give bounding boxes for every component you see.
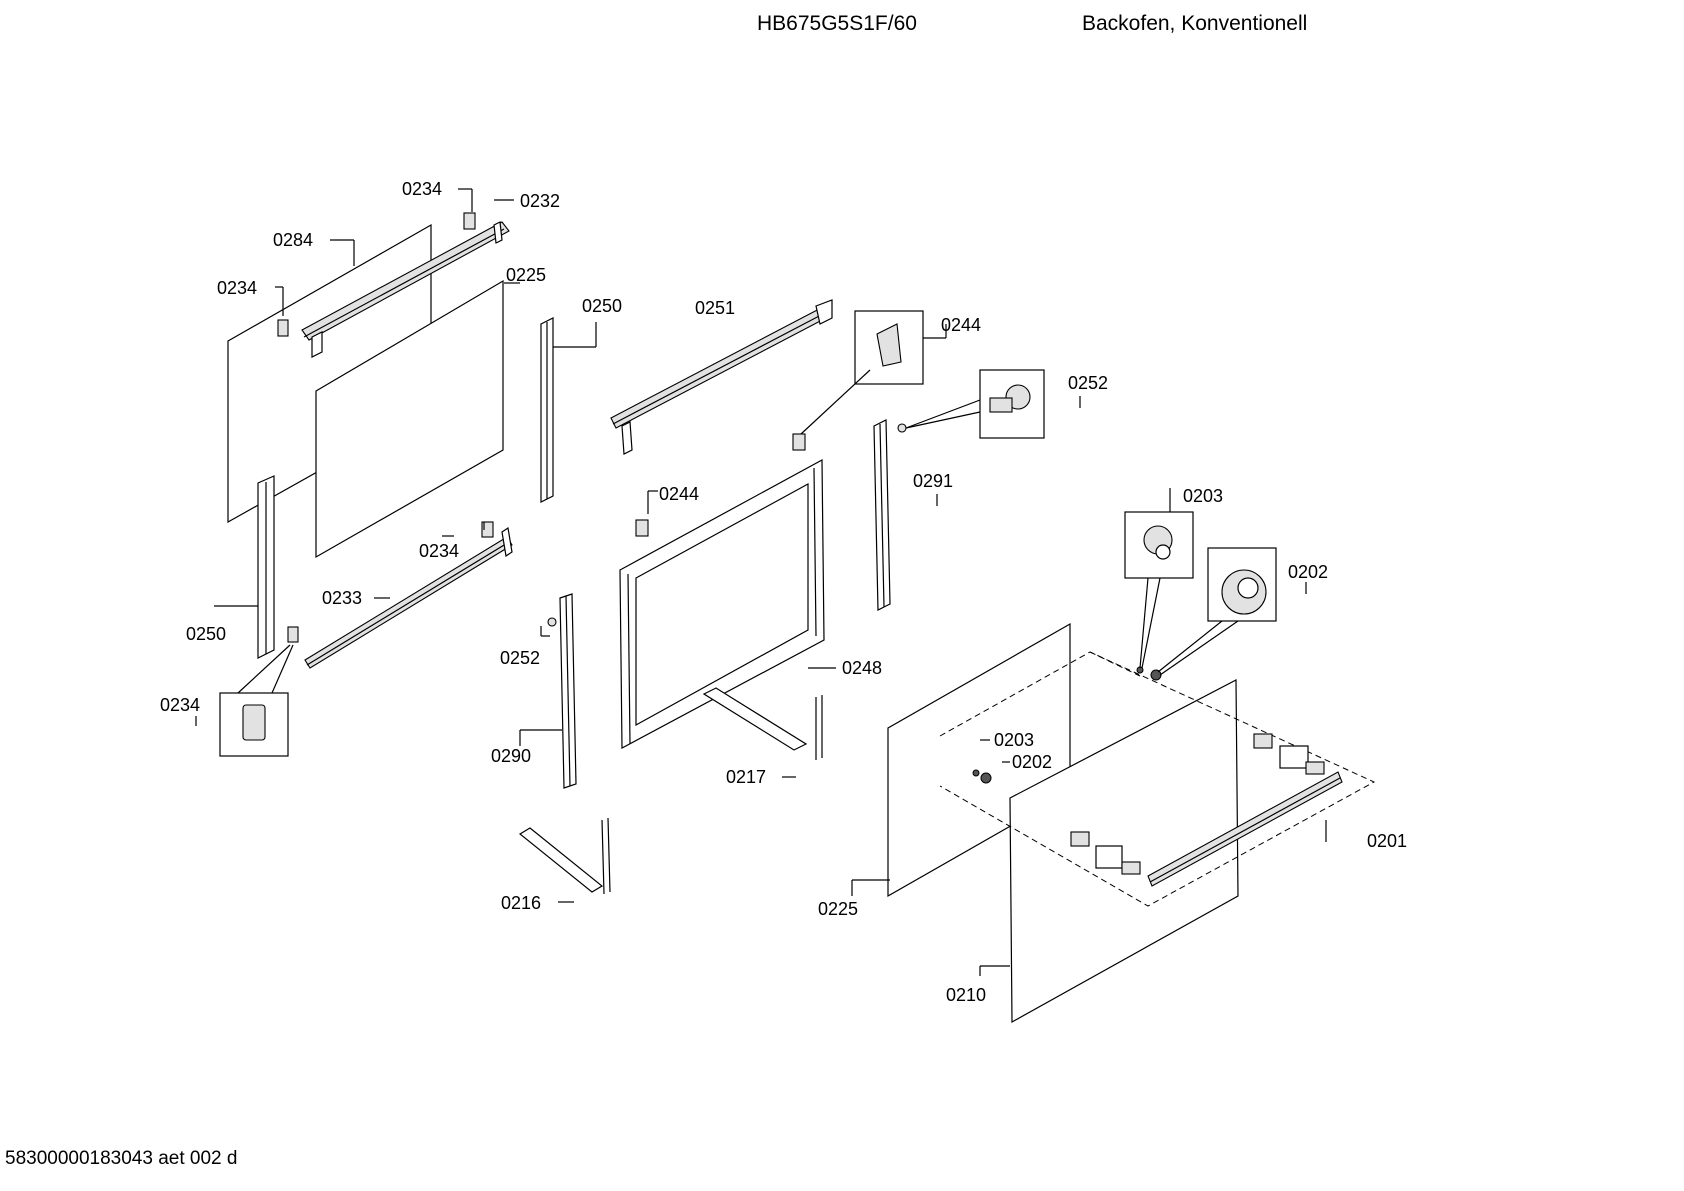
callout-0202-right: 0202 (1288, 562, 1328, 582)
callout-0252-mid: 0252 (500, 648, 540, 668)
part-0233-bottom-strip (304, 526, 513, 669)
detail-box-0234 (219, 644, 294, 757)
callout-0248: 0248 (842, 658, 882, 678)
part-0225-inner-glass (315, 279, 504, 559)
callout-0251: 0251 (695, 298, 735, 318)
part-0252-pin-right (897, 423, 907, 433)
part-0202-knob (980, 772, 992, 784)
handle-mount-outline (939, 651, 1376, 907)
part-0291-side-strip-right (873, 419, 891, 611)
part-0216-lower-bracket (518, 817, 611, 895)
part-0234-clip-mid (481, 521, 494, 538)
appliance-description: Backofen, Konventionell (1082, 12, 1308, 35)
callout-0202-mid: 0202 (1012, 752, 1052, 772)
callout-0225-top: 0225 (506, 265, 546, 285)
part-0232-top-strip (301, 221, 510, 358)
callout-0250-right: 0250 (582, 296, 622, 316)
part-0248-door-frame (619, 458, 825, 749)
part-0250-side-strip-left (257, 475, 275, 659)
detail-box-0244 (800, 310, 924, 435)
detail-box-0202 (1157, 547, 1277, 676)
callout-0244-mid: 0244 (659, 484, 699, 504)
detail-box-0203 (1124, 511, 1194, 669)
part-0201-handle (1147, 771, 1343, 887)
callout-0250-left: 0250 (186, 624, 226, 644)
callout-0203-mid: 0203 (994, 730, 1034, 750)
control-blocks (1070, 733, 1325, 875)
model-number: HB675G5S1F/60 (757, 12, 917, 35)
callout-0234-top: 0234 (402, 179, 442, 199)
callout-0225-bottom: 0225 (818, 899, 858, 919)
callout-0203-top: 0203 (1183, 486, 1223, 506)
document-id: 58300000183043 aet 002 d (5, 1148, 238, 1169)
callout-0290: 0290 (491, 746, 531, 766)
part-0251-top-rail (610, 299, 833, 455)
callout-0284: 0284 (273, 230, 313, 250)
callout-0234-mid: 0234 (419, 541, 459, 561)
callout-0216: 0216 (501, 893, 541, 913)
part-0234-clip-top (463, 212, 476, 230)
part-0290-side-strip-mid (559, 593, 577, 789)
callout-0233: 0233 (322, 588, 362, 608)
part-0217-lower-bracket (702, 687, 823, 760)
callout-0232: 0232 (520, 191, 560, 211)
callout-0244-top: 0244 (941, 315, 981, 335)
callout-0201: 0201 (1367, 831, 1407, 851)
part-0210-outer-door-glass (1009, 679, 1239, 1024)
callout-0252-right: 0252 (1068, 373, 1108, 393)
part-0250-side-strip-right (540, 317, 554, 503)
part-0234-clip-bottom (287, 626, 299, 643)
callout-0234-bottom: 0234 (160, 695, 200, 715)
callout-0234-left: 0234 (217, 278, 257, 298)
leader-lines (195, 188, 1327, 976)
part-0244-clip-mid (635, 519, 649, 537)
part-0244-clip-top (792, 433, 806, 451)
part-0252-pin-mid (547, 617, 557, 627)
part-0203-knob-small (972, 769, 980, 777)
callout-0217: 0217 (726, 767, 766, 787)
detail-box-0252 (905, 369, 1045, 439)
part-0234-clip-left (277, 319, 289, 337)
callout-0291: 0291 (913, 471, 953, 491)
callout-0210: 0210 (946, 985, 986, 1005)
